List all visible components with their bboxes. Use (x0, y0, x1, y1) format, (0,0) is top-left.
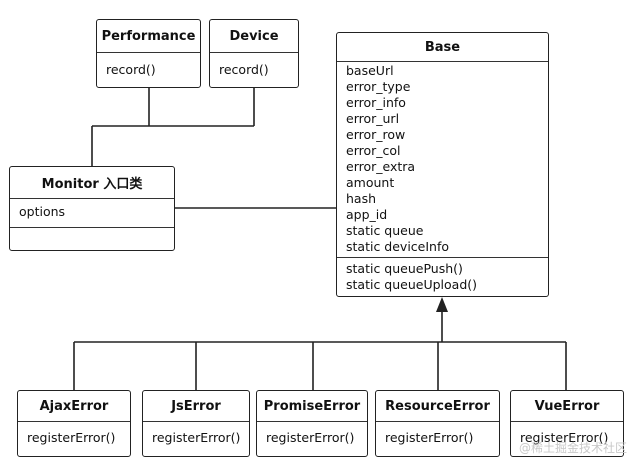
class-performance: Performance record() (96, 19, 201, 88)
connector-performance-device-monitor (91, 88, 255, 166)
class-monitor-name: Monitor 入口类 (10, 167, 174, 199)
class-member: registerError() (27, 430, 116, 445)
class-resource-error-members: registerError() (376, 422, 499, 448)
class-attribute: hash (346, 191, 377, 206)
class-method: static queueUpload() (346, 277, 478, 292)
class-device-members: record() (210, 53, 298, 80)
class-attribute: static deviceInfo (346, 239, 450, 254)
class-vue-error: VueError registerError() (510, 390, 624, 457)
class-vue-error-members: registerError() (511, 422, 623, 448)
class-device: Device record() (209, 19, 299, 88)
class-resource-error-name: ResourceError (376, 391, 499, 422)
class-attribute: error_row (346, 127, 406, 142)
class-js-error-name: JsError (143, 391, 249, 422)
class-monitor-methods (10, 227, 174, 249)
class-attribute: error_col (346, 143, 401, 158)
class-attribute: app_id (346, 207, 388, 222)
class-attribute: error_url (346, 111, 400, 126)
class-vue-error-name: VueError (511, 391, 623, 422)
class-attribute: amount (346, 175, 395, 190)
class-base-name: Base (337, 33, 548, 62)
class-attribute: error_info (346, 95, 406, 110)
class-monitor: Monitor 入口类 options (9, 166, 175, 251)
class-attribute: error_type (346, 79, 411, 94)
class-base-methods: static queuePush() static queueUpload() (337, 257, 548, 295)
class-attribute: static queue (346, 223, 424, 238)
class-member: record() (106, 62, 156, 77)
class-attribute: error_extra (346, 159, 416, 174)
class-performance-members: record() (97, 53, 200, 80)
class-js-error: JsError registerError() (142, 390, 250, 457)
class-promise-error: PromiseError registerError() (256, 390, 368, 457)
class-js-error-members: registerError() (143, 422, 249, 448)
class-device-name: Device (210, 20, 298, 53)
class-monitor-members: options (10, 199, 174, 227)
inheritance-tree (73, 312, 567, 390)
inheritance-arrow-head (436, 297, 448, 312)
class-ajax-error: AjaxError registerError() (17, 390, 131, 457)
class-resource-error: ResourceError registerError() (375, 390, 500, 457)
class-performance-name: Performance (97, 20, 200, 53)
class-promise-error-members: registerError() (257, 422, 367, 448)
class-member: registerError() (266, 430, 355, 445)
class-base-attributes: baseUrl error_type error_info error_url … (337, 62, 548, 257)
class-base: Base baseUrl error_type error_info error… (336, 32, 549, 297)
class-member: registerError() (385, 430, 474, 445)
class-ajax-error-members: registerError() (18, 422, 130, 448)
class-member: record() (219, 62, 269, 77)
class-method: static queuePush() (346, 261, 463, 276)
class-member: options (19, 204, 66, 219)
class-promise-error-name: PromiseError (257, 391, 367, 422)
class-member: registerError() (520, 430, 609, 445)
class-member: registerError() (152, 430, 241, 445)
watermark: @稀土掘金技术社区 (518, 441, 627, 455)
class-ajax-error-name: AjaxError (18, 391, 130, 422)
class-attribute: baseUrl (346, 63, 394, 78)
